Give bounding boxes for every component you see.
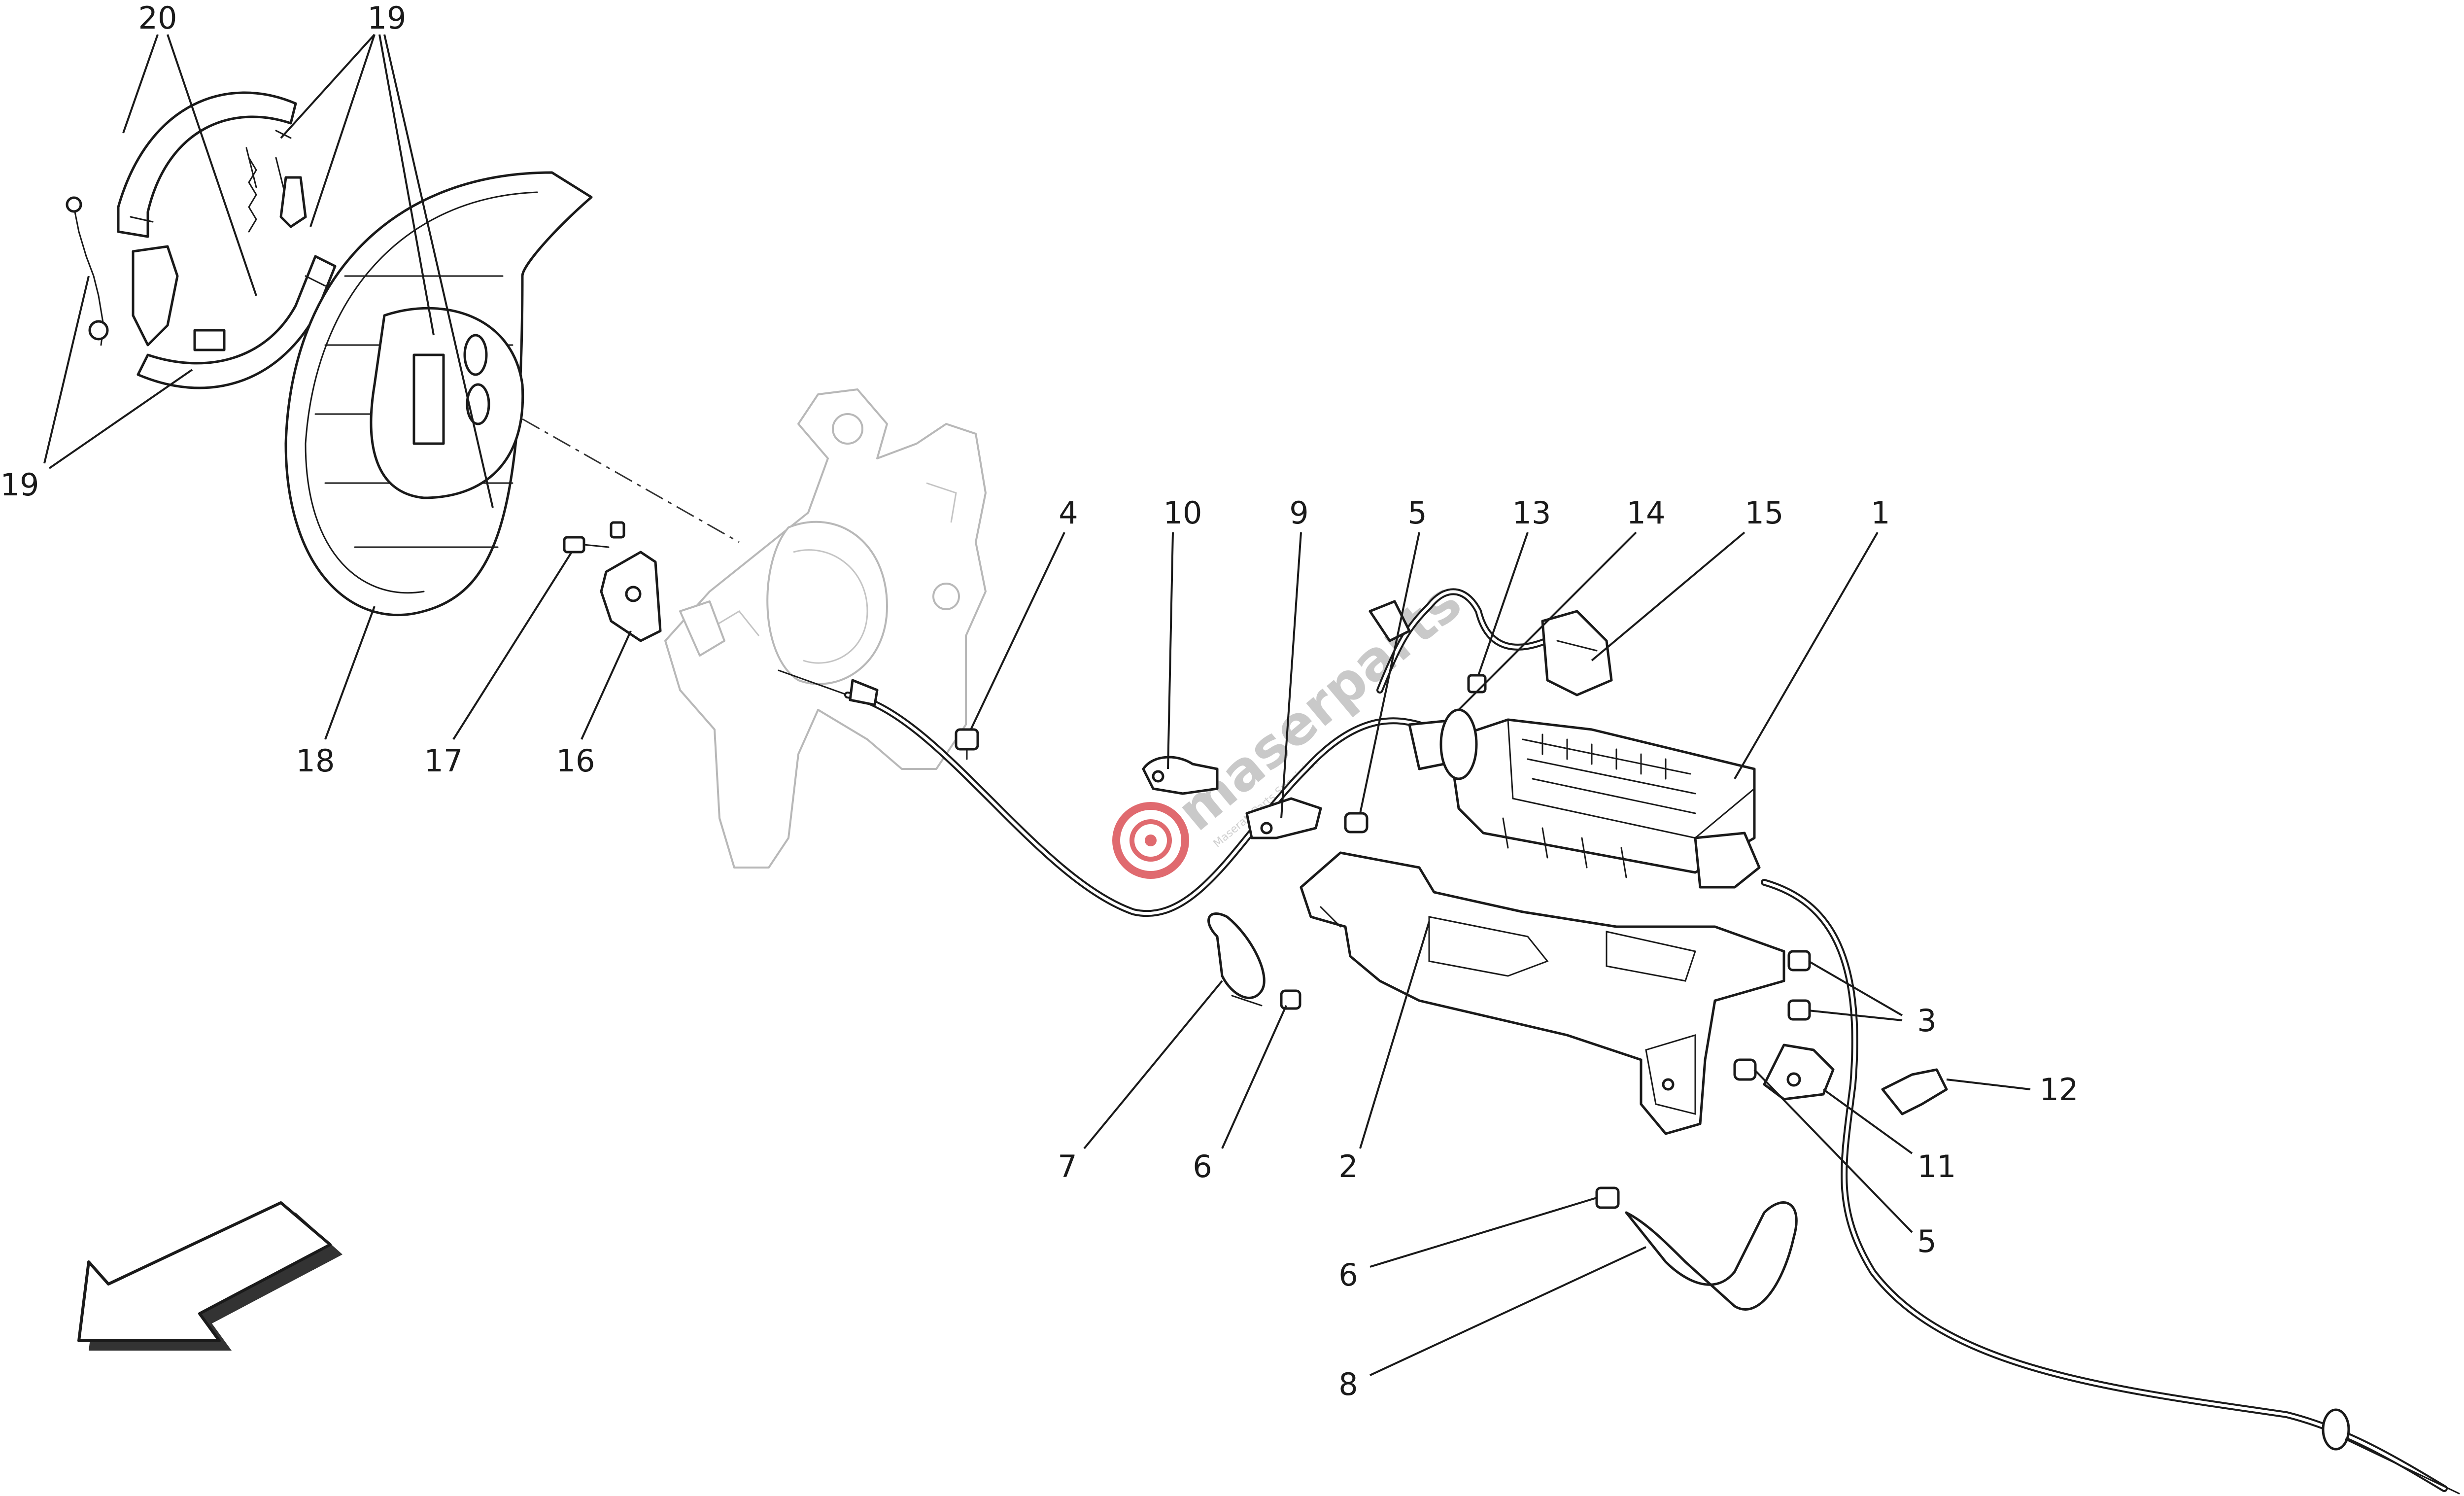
leader-19a-2 [309,34,376,227]
hub-carrier [664,388,987,869]
leader-1 [1734,531,1879,780]
callout-16: 16 [556,743,595,779]
callout-1: 1 [1871,495,1890,531]
callout-6-bottom: 6 [1338,1257,1358,1293]
leader-14 [1458,531,1637,711]
leader-6b [1369,1197,1597,1268]
callout-18: 18 [296,743,335,779]
callout-17: 17 [424,743,463,779]
callout-11: 11 [1917,1148,1956,1184]
spring-right [248,157,307,233]
callout-5-bottom: 5 [1917,1223,1936,1259]
parking-brake-cable-rear [1761,879,2460,1495]
callout-20: 20 [138,0,177,36]
leader-3a [1808,960,1903,1016]
callout-9: 9 [1289,495,1308,531]
leader-19a-1 [280,34,376,139]
retaining-clip-7 [1207,912,1266,1007]
mounting-bracket [1300,851,1785,1135]
adjuster-assembly [132,147,287,351]
leader-9 [1280,532,1302,819]
bolts-3 [1787,950,1811,1021]
leader-17 [452,551,573,740]
callout-13: 13 [1512,495,1551,531]
bolt-6-lower [1595,1186,1620,1209]
brake-disc-logo-icon [1112,802,1189,879]
callout-2: 2 [1338,1148,1358,1184]
parking-brake-cable-left [778,669,1423,917]
callout-5-top: 5 [1407,495,1427,531]
callout-7: 7 [1058,1148,1077,1184]
axis-line [522,418,740,543]
leader-19a-3 [378,34,435,336]
callout-12: 12 [2040,1072,2079,1108]
callout-4: 4 [1059,495,1078,531]
leader-18 [324,606,376,740]
bracket-16 [600,521,662,642]
clamp-9 [1245,797,1322,839]
callout-15: 15 [1745,495,1784,531]
leader-6a [1221,1005,1287,1149]
brake-actuator-module [1408,708,1761,889]
nut-5-lower [1733,1058,1757,1081]
leader-2 [1359,921,1430,1149]
callout-3: 3 [1917,1003,1936,1039]
front-direction-arrow-icon [77,1201,342,1351]
leader-lines [43,34,2031,1376]
leader-15 [1591,531,1745,661]
nut-5-upper [1344,812,1369,834]
leader-20b [167,34,257,296]
dust-shield [284,171,593,617]
leader-12 [1946,1079,2031,1090]
leader-16 [581,630,632,740]
callout-10: 10 [1164,495,1202,531]
leader-20a [122,34,159,134]
leader-19b-1 [43,276,90,464]
leader-7 [1083,980,1223,1149]
leader-5b [1753,1069,1913,1233]
clamp-10 [1142,756,1219,795]
brake-shoes [66,91,337,389]
leader-19a-4 [383,34,494,508]
retaining-clip-8 [1625,1201,1798,1311]
leader-19b-2 [48,369,193,469]
bolt-4 [955,728,979,760]
wiring-harness [1369,588,1613,696]
callout-19-top: 19 [368,0,407,36]
leader-4 [970,532,1065,730]
callout-19-left: 19 [0,467,39,503]
leader-13 [1477,532,1529,676]
spring-clip-left [66,196,109,346]
callout-8: 8 [1338,1366,1358,1402]
callout-14: 14 [1627,495,1666,531]
leader-8 [1369,1246,1646,1376]
bolt-17 [563,536,610,554]
clamp-12 [1881,1068,1948,1115]
callout-6-middle: 6 [1193,1148,1212,1184]
leader-5a [1359,532,1420,814]
clip-13 [1467,674,1487,694]
bolt-6-upper [1280,989,1301,1010]
leader-11 [1822,1088,1913,1154]
callout-labels: 20 19 19 18 17 16 4 10 9 5 13 14 15 1 3 … [0,0,2079,1402]
leader-3b [1808,1009,1903,1021]
leader-10 [1167,532,1174,769]
